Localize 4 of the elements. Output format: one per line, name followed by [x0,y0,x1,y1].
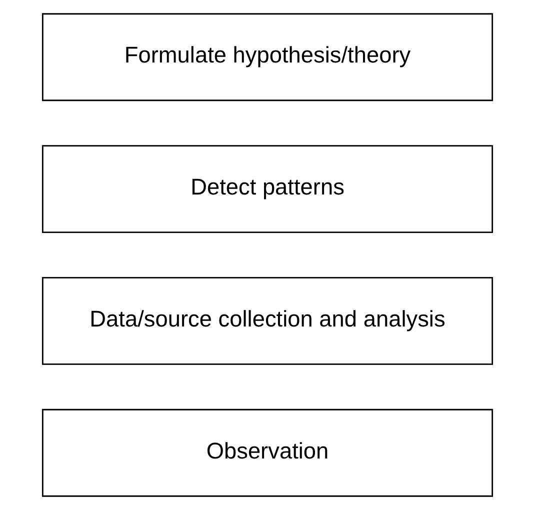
node-box: Data/source collection and analysis [41,276,493,365]
node-box: Formulate hypothesis/theory [41,13,493,102]
node-box: Observation [41,408,493,497]
node-box: Detect patterns [41,145,493,234]
